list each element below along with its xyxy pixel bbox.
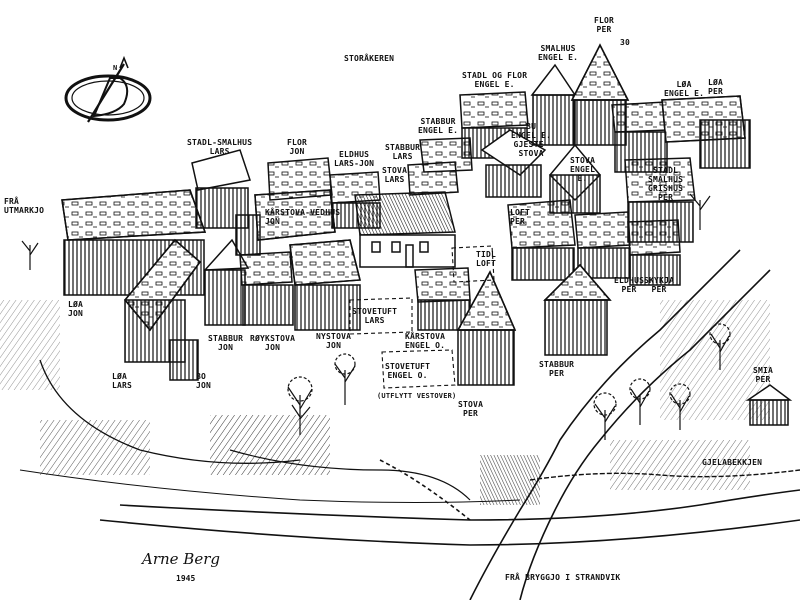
building-stadl-smalhus-grishus-per: [624, 157, 696, 243]
house-site-outlines: [349, 245, 495, 389]
label-stovetuft-engel-o: STOVETUFT ENGEL O.: [385, 362, 431, 380]
label-loa-engel-e: LØA ENGEL E.: [664, 80, 705, 98]
label-loa-per: LØA PER: [708, 78, 724, 96]
buildings: [61, 43, 793, 426]
building-eldhus-per: [574, 211, 631, 279]
field-name-label: STORÅKEREN: [344, 54, 395, 63]
building-stadl-smalhus-lars: [191, 149, 251, 229]
label-stabbur-jon: STABBUR JON: [208, 334, 244, 352]
label-stadl-smalhus-lars: STADL-SMALHUS LARS: [187, 138, 253, 156]
building-skykja-per: [627, 219, 681, 286]
building-stabbur-engel-e: [419, 137, 473, 173]
building-flor-jon: [267, 157, 333, 201]
stream-name-label: GJELABEKKJEN: [702, 458, 763, 467]
label-karstova-vednus-jon: KÅRSTOVA-VEDHUS JON: [265, 208, 341, 226]
label-smalhus-engel-e: SMALHUS ENGEL E.: [538, 44, 579, 62]
label-stovetuft-lars: STOVETUFT LARS: [352, 307, 398, 325]
building-flor-per: [570, 43, 630, 146]
label-flor-jon: FLOR JON: [287, 138, 308, 156]
label-loa-lars: LØA LARS: [112, 372, 133, 390]
building-bu-engel-e: [480, 129, 547, 198]
label-utflytt-vestover: (UTFLYTT VESTOVER): [377, 392, 457, 400]
label-eldhus-per: ELDHUS PER: [614, 276, 645, 294]
label-thirty: 30: [620, 38, 631, 47]
stream-gjelabekkjen: [529, 469, 800, 481]
label-bo-jon: BO JON: [196, 372, 212, 390]
building-stabbur-per: [543, 263, 612, 356]
building-stova-per: [456, 270, 517, 386]
building-stabbur-jon: [203, 238, 250, 326]
label-stabbur-lars: STABBUR LARS: [385, 143, 421, 161]
building-nystova-jon: [289, 239, 361, 331]
artist-signature: Arne Berg: [142, 550, 220, 568]
building-karstova-engel-o: [414, 267, 471, 331]
label-stabbur-per: STABBUR PER: [539, 360, 575, 378]
label-nystova-jon: NYSTOVA JON: [316, 332, 352, 350]
label-bu-engel-e-gjestestova: BU ENGEL E. GJESTE- STOVA: [511, 122, 552, 158]
building-loa-lars: [124, 238, 202, 381]
label-stadl-smalhus-grishus-per: STADL SMALHUS GRISHUS PER: [648, 166, 684, 202]
label-tidl-loft: TIDL LOFT: [476, 250, 497, 268]
building-stova-lars: [354, 191, 456, 268]
compass-rose-icon: [64, 55, 152, 123]
building-loft-per: [507, 199, 576, 281]
label-stabbur-engel-e: STABBUR ENGEL E.: [418, 117, 459, 135]
label-skykja-per: SKYKJA PER: [644, 276, 675, 294]
building-roykstova-jon: [239, 251, 294, 326]
ground-hatching: [0, 300, 770, 505]
building-smia-per: [745, 384, 793, 426]
from-outfield-label: FRÅ UTMARKJO: [4, 197, 45, 215]
label-stova-per: STOVA PER: [458, 400, 484, 418]
label-loa-jon: LØA JON: [68, 300, 84, 318]
label-roykstova-jon: RØYKSTOVA JON: [250, 334, 296, 352]
label-loft-per: LOFT PER: [510, 208, 531, 226]
trees: [21, 193, 731, 440]
label-stova-lars: STOVA LARS: [382, 166, 408, 184]
label-smia-per: SMIA PER: [753, 366, 774, 384]
label-karstova-engel-o: KÅRSTOVA ENGEL O.: [405, 332, 446, 350]
compass-north-letter: N: [113, 64, 118, 72]
building-smalhus-engel-e: [530, 63, 577, 146]
building-loa-per: [661, 95, 751, 169]
road-to-shore-label: FRÅ BRYGGJO I STRANDVIK: [505, 573, 621, 582]
label-flor-per: FLOR PER: [594, 16, 615, 34]
label-stadl-og-flor-engel-e: STADL OG FLOR ENGEL E.: [462, 71, 528, 89]
label-stova-engel-e: STOVA ENGEL E.: [570, 156, 596, 183]
label-eldhus-lars-jon: ELDHUS LARS-JON: [334, 150, 375, 168]
drawing-year: 1945: [176, 574, 196, 583]
